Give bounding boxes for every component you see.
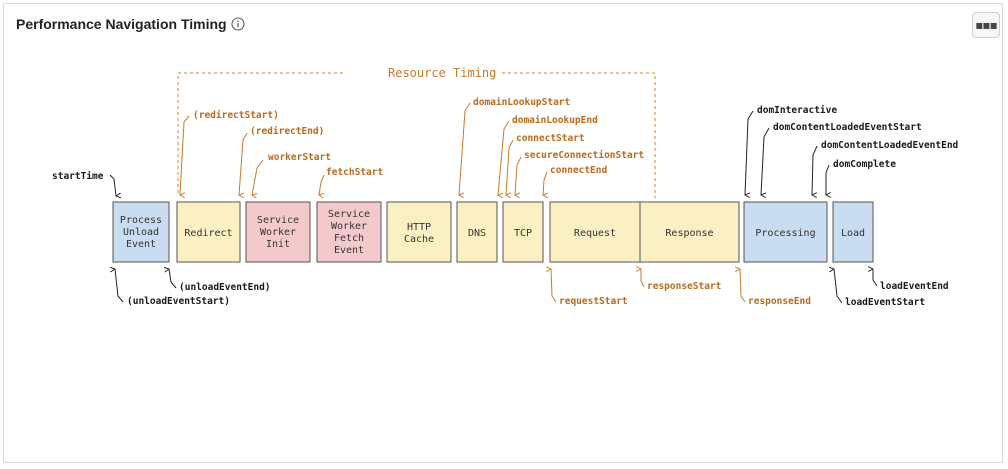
ellipsis-icon: ▪▪▪ [975, 18, 997, 32]
box-sw-fetch-line-1: Service [328, 209, 370, 220]
box-sw-fetch-line-3: Fetch [334, 233, 364, 244]
svg-text:secureConnectionStart: secureConnectionStart [524, 150, 644, 161]
box-response-label: Response [665, 228, 713, 239]
box-sw-init-line-1: Service [257, 215, 299, 226]
box-dns: DNS [456, 201, 498, 263]
box-unload-line-2: Unload [123, 227, 159, 238]
label-domain-lookup-start: domainLookupStart [459, 97, 570, 195]
label-connect-start: connectStart [506, 133, 585, 195]
box-sw-init-line-2: Worker [260, 227, 296, 238]
box-redirect: Redirect [176, 201, 241, 263]
box-http-cache-line-2: Cache [404, 234, 434, 245]
panel-menu-button[interactable]: ▪▪▪ [972, 12, 1000, 38]
label-connect-end: connectEnd [543, 165, 607, 195]
box-load-label: Load [841, 228, 865, 239]
label-secure-connection-start: secureConnectionStart [515, 150, 644, 195]
svg-text:fetchStart: fetchStart [326, 167, 383, 178]
box-sw-fetch-line-4: Event [334, 245, 364, 256]
svg-text:loadEventStart: loadEventStart [845, 297, 925, 308]
svg-text:(unloadEventEnd): (unloadEventEnd) [179, 282, 271, 293]
label-dom-content-loaded-start: domContentLoadedEventStart [761, 122, 922, 195]
box-request-label: Request [574, 228, 616, 239]
resource-timing-label: Resource Timing [388, 66, 496, 80]
label-worker-start: workerStart [252, 152, 331, 195]
panel-header: Performance Navigation Timing [16, 16, 245, 32]
label-response-end: responseEnd [740, 269, 811, 307]
svg-text:(redirectStart): (redirectStart) [193, 110, 279, 121]
svg-text:responseStart: responseStart [647, 281, 721, 292]
label-fetch-start: fetchStart [319, 167, 383, 195]
box-response: Response [639, 201, 740, 263]
svg-text:domComplete: domComplete [833, 159, 896, 170]
svg-text:workerStart: workerStart [268, 152, 331, 163]
svg-text:domInteractive: domInteractive [757, 105, 837, 116]
panel-title: Performance Navigation Timing [16, 16, 227, 32]
bottom-timing-labels: (unloadEventEnd) (unloadEventStart) requ… [115, 269, 949, 308]
label-unload-event-end: (unloadEventEnd) [169, 269, 271, 293]
svg-text:domContentLoadedEventEnd: domContentLoadedEventEnd [821, 140, 959, 151]
svg-text:requestStart: requestStart [559, 296, 628, 307]
label-dom-content-loaded-end: domContentLoadedEventEnd [812, 140, 959, 195]
box-unload-line-3: Event [126, 239, 156, 250]
svg-text:connectEnd: connectEnd [550, 165, 607, 176]
svg-text:(redirectEnd): (redirectEnd) [250, 126, 324, 137]
box-sw-fetch-line-2: Worker [331, 221, 367, 232]
label-load-event-end: loadEventEnd [873, 269, 949, 292]
box-request: Request [549, 201, 641, 263]
svg-text:startTime: startTime [52, 171, 104, 182]
svg-text:domainLookupEnd: domainLookupEnd [512, 115, 598, 126]
label-unload-event-start: (unloadEventStart) [115, 269, 230, 307]
svg-text:(unloadEventStart): (unloadEventStart) [127, 296, 230, 307]
box-redirect-label: Redirect [184, 228, 232, 239]
box-load: Load [832, 201, 874, 263]
box-tcp: TCP [502, 201, 544, 263]
label-domain-lookup-end: domainLookupEnd [498, 115, 598, 195]
box-tcp-label: TCP [514, 228, 532, 239]
resource-timing-bracket: Resource Timing [177, 66, 656, 198]
label-dom-interactive: domInteractive [745, 105, 837, 195]
label-redirect-end: (redirectEnd) [239, 126, 324, 195]
label-request-start: requestStart [551, 269, 628, 307]
label-start-time: startTime [52, 171, 116, 196]
label-load-event-start: loadEventStart [834, 269, 925, 308]
info-circle-icon[interactable] [231, 17, 245, 31]
svg-text:responseEnd: responseEnd [748, 296, 811, 307]
top-timing-labels: startTime (redirectStart) (redirectEnd) … [52, 97, 959, 196]
svg-text:domainLookupStart: domainLookupStart [473, 97, 570, 108]
box-http-cache-line-1: HTTP [407, 222, 431, 233]
box-sw-init-line-3: Init [266, 239, 290, 250]
label-dom-complete: domComplete [826, 159, 896, 195]
box-processing-label: Processing [755, 228, 815, 239]
box-processing: Processing [743, 201, 828, 263]
label-redirect-start: (redirectStart) [180, 110, 279, 195]
box-dns-label: DNS [468, 228, 486, 239]
box-unload-line-1: Process [120, 215, 162, 226]
svg-text:connectStart: connectStart [516, 133, 585, 144]
svg-text:loadEventEnd: loadEventEnd [880, 281, 949, 292]
label-response-start: responseStart [641, 269, 721, 292]
svg-text:domContentLoadedEventStart: domContentLoadedEventStart [773, 122, 922, 133]
